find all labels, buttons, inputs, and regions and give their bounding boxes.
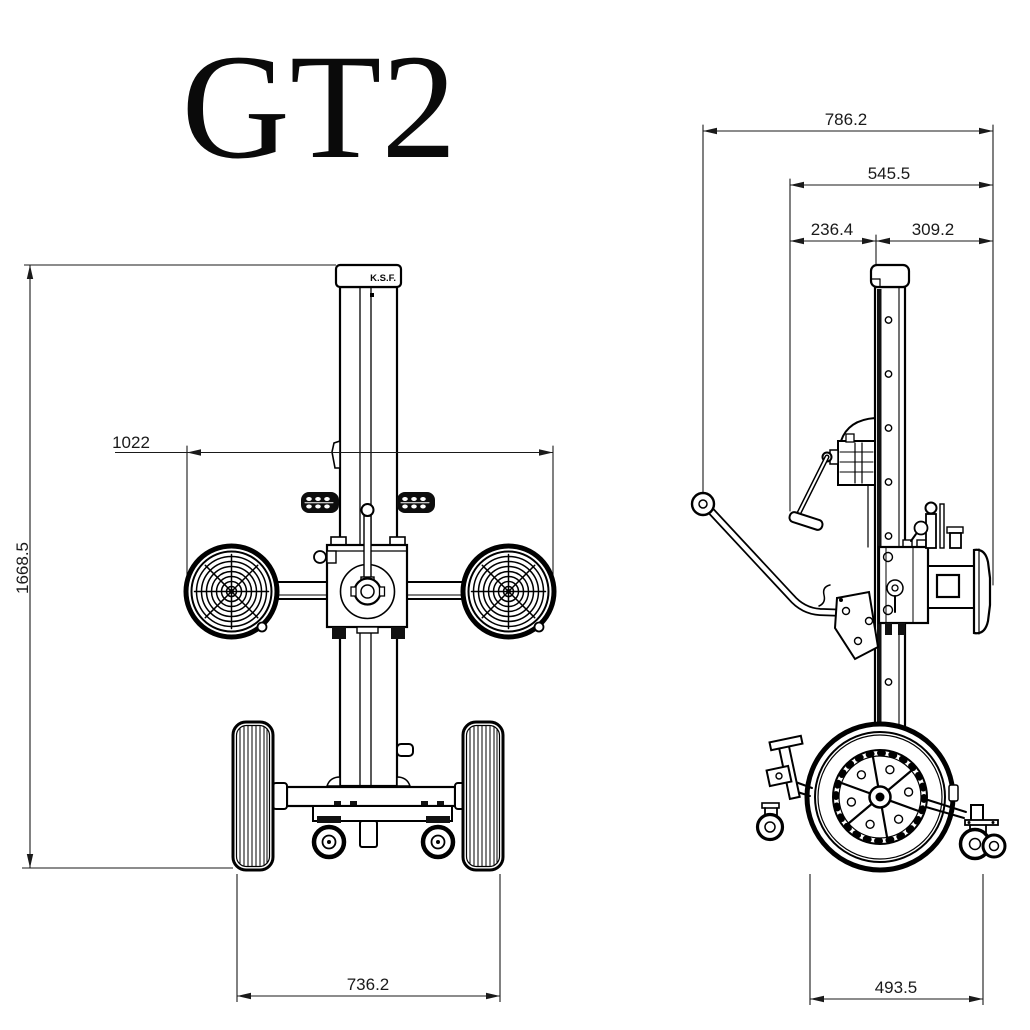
crank-grip [788,511,824,531]
dim-label-rear-offset: 309.2 [912,220,955,239]
dim-label-front-offset: 236.4 [811,220,854,239]
dim-label-upper-depth: 545.5 [868,164,911,183]
dim-label-overall-depth: 786.2 [825,110,868,129]
dim-overall-depth: 786.2 [703,110,993,135]
tiller-handle [690,491,880,661]
mast-top-cap [334,263,403,289]
base-frame-front [272,743,470,848]
suction-cup-left [183,543,280,640]
side-view [690,124,1007,873]
winch [788,416,876,548]
handle-grips [301,492,435,513]
main-wheel-side [804,721,959,873]
front-view-dimensions: 1668.5 1022 736.2 [13,264,553,1002]
suction-pad-profile [972,548,992,635]
mast-side [869,263,911,772]
page-title: GT2 [182,24,457,190]
tire-right [461,720,505,872]
dim-base-depth: 493.5 [809,874,984,1005]
caster-front-right [420,816,456,860]
dim-label-wheel-track: 736.2 [347,975,390,994]
front-support-leg [755,734,813,842]
front-view: K.S.F. [183,263,557,872]
dim-wheel-track: 736.2 [236,874,501,1002]
brand-label: K.S.F. [370,273,396,284]
vacuum-fitting [533,621,545,633]
cable-guide-bracket [331,439,341,469]
tire-left [231,720,275,872]
dim-front-offset: 236.4 [790,220,876,245]
dim-upper-depth: 545.5 [790,164,993,189]
center-foot [359,820,378,848]
vacuum-valve [913,520,929,536]
vacuum-fitting [256,621,268,633]
mast-top-cap-side [869,263,911,289]
side-view-dimensions: 786.2 545.5 236.4 309.2 493.5 [703,110,993,1005]
caster-rear [925,799,1007,861]
dim-rear-offset: 309.2 [876,220,993,245]
caster-front-left [311,816,347,860]
tilt-crank [350,503,386,606]
suction-cup-right [460,543,557,640]
dim-label-overall-height: 1668.5 [13,542,32,594]
dim-overall-height: 1668.5 [13,264,336,869]
dim-pad-span: 1022 [112,433,553,456]
carriage-side [877,501,992,635]
tiller-knob [690,491,716,517]
dim-label-base-depth: 493.5 [875,978,918,997]
dim-label-pad-span: 1022 [112,433,150,452]
